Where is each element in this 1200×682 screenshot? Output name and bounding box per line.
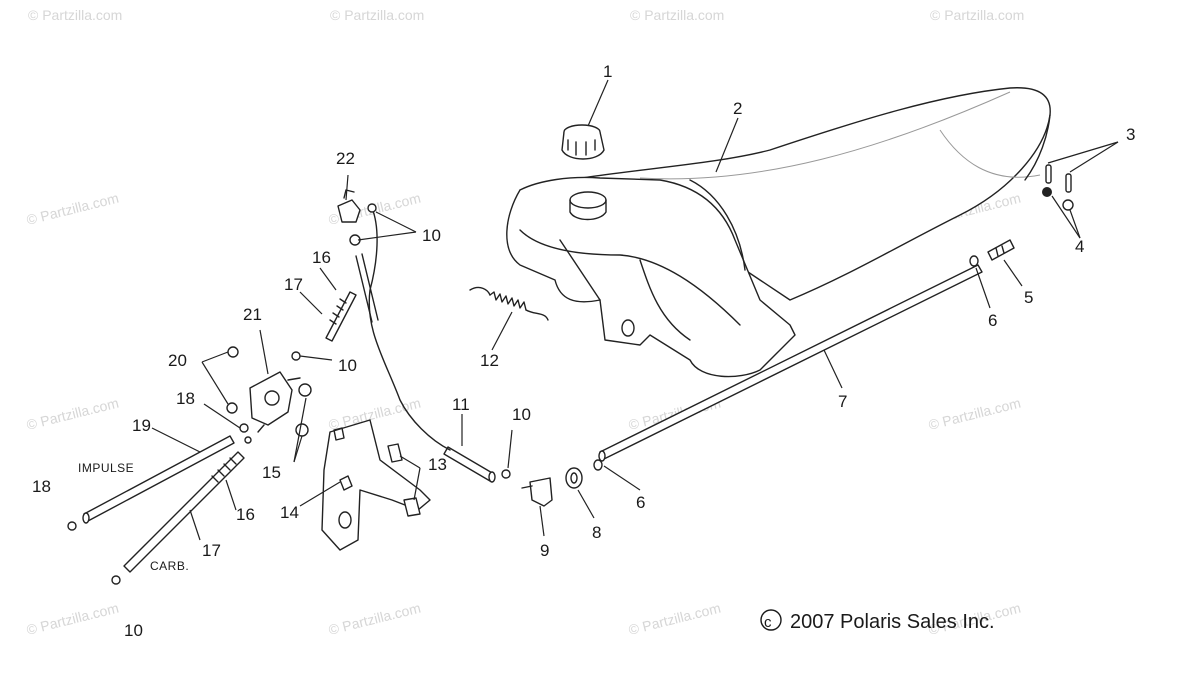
- leader-lines: [151, 79, 1119, 541]
- spring-12: [469, 286, 549, 321]
- fitting-5: [987, 239, 1015, 261]
- fuel-tank: [506, 176, 796, 378]
- hose-17-upper: [325, 291, 357, 342]
- callout-2: 2: [733, 99, 742, 118]
- callout-13: 13: [428, 455, 447, 474]
- callout-20: 20: [168, 351, 187, 370]
- callout-6-lower: 6: [636, 493, 645, 512]
- watermark: © Partzilla.com: [25, 395, 120, 433]
- impulse-hose-19: [82, 435, 235, 524]
- callout-22: 22: [336, 149, 355, 168]
- clamp-6b: [593, 459, 603, 471]
- callout-21: 21: [243, 305, 262, 324]
- callout-15: 15: [262, 463, 281, 482]
- fuel-pump-21: [249, 371, 301, 433]
- callout-10-bottom: 10: [124, 621, 143, 640]
- watermark: © Partzilla.com: [330, 7, 424, 23]
- callout-18-lower: 18: [32, 477, 51, 496]
- impulse-label: IMPULSE: [78, 461, 134, 475]
- watermark: © Partzilla.com: [630, 7, 724, 23]
- callout-10-upper: 10: [338, 356, 357, 375]
- hose-11: [443, 446, 496, 483]
- clamp-6a: [969, 255, 979, 267]
- copyright-symbol: c: [764, 614, 772, 631]
- bolts-13: [387, 443, 421, 517]
- callouts: 1 2 3 4 5 6 6 7 8 9 10 10 10 10 11 12 13…: [32, 62, 1135, 640]
- callout-11: 11: [452, 395, 470, 414]
- callout-12: 12: [480, 351, 499, 370]
- carb-label: CARB.: [150, 559, 189, 573]
- callout-6-upper: 6: [988, 311, 997, 330]
- callout-1: 1: [603, 62, 612, 81]
- callout-16-lower: 16: [236, 505, 255, 524]
- callout-19: 19: [132, 416, 151, 435]
- callout-16-upper: 16: [312, 248, 331, 267]
- watermark: © Partzilla.com: [28, 7, 122, 23]
- callout-7: 7: [838, 392, 847, 411]
- callout-10-mid: 10: [512, 405, 531, 424]
- bracket-14: [321, 419, 431, 551]
- clamp-10-upper: [291, 351, 301, 361]
- watermark: © Partzilla.com: [927, 395, 1022, 433]
- fuel-cap: [561, 124, 605, 160]
- callout-17-lower: 17: [202, 541, 221, 560]
- callout-18-upper: 18: [176, 389, 195, 408]
- callout-10-top: 10: [422, 226, 441, 245]
- grommet-8: [565, 467, 583, 489]
- fuel-line: [355, 207, 451, 451]
- watermark: © Partzilla.com: [930, 7, 1024, 23]
- copyright-text: 2007 Polaris Sales Inc.: [790, 611, 995, 633]
- nut-18-small: [239, 423, 252, 444]
- vent-tube-7: [598, 264, 983, 462]
- carb-hose-17: [123, 451, 245, 573]
- callout-17-upper: 17: [284, 275, 303, 294]
- clamp-10-mid: [501, 469, 511, 479]
- shutoff-valve-22: [337, 189, 361, 223]
- watermark: © Partzilla.com: [627, 600, 722, 638]
- nuts-4: [1042, 187, 1074, 211]
- copyright-notice: c 2007 Polaris Sales Inc.: [760, 609, 995, 633]
- nut-18-end: [67, 521, 77, 531]
- watermark: © Partzilla.com: [25, 600, 120, 638]
- watermark: © Partzilla.com: [25, 190, 120, 228]
- callout-3: 3: [1126, 125, 1135, 144]
- seat: [519, 87, 1051, 301]
- callout-8: 8: [592, 523, 601, 542]
- clamp-10-bottom: [111, 575, 121, 585]
- watermark: © Partzilla.com: [327, 600, 422, 638]
- callout-14: 14: [280, 503, 299, 522]
- callout-4: 4: [1075, 237, 1084, 256]
- nut-20a: [227, 346, 239, 358]
- elbow-fitting-9: [521, 477, 553, 507]
- copyright-circle: [760, 609, 782, 631]
- pins-3: [1045, 164, 1072, 193]
- callout-5: 5: [1024, 288, 1033, 307]
- nut-20b: [226, 402, 238, 414]
- callout-9: 9: [540, 541, 549, 560]
